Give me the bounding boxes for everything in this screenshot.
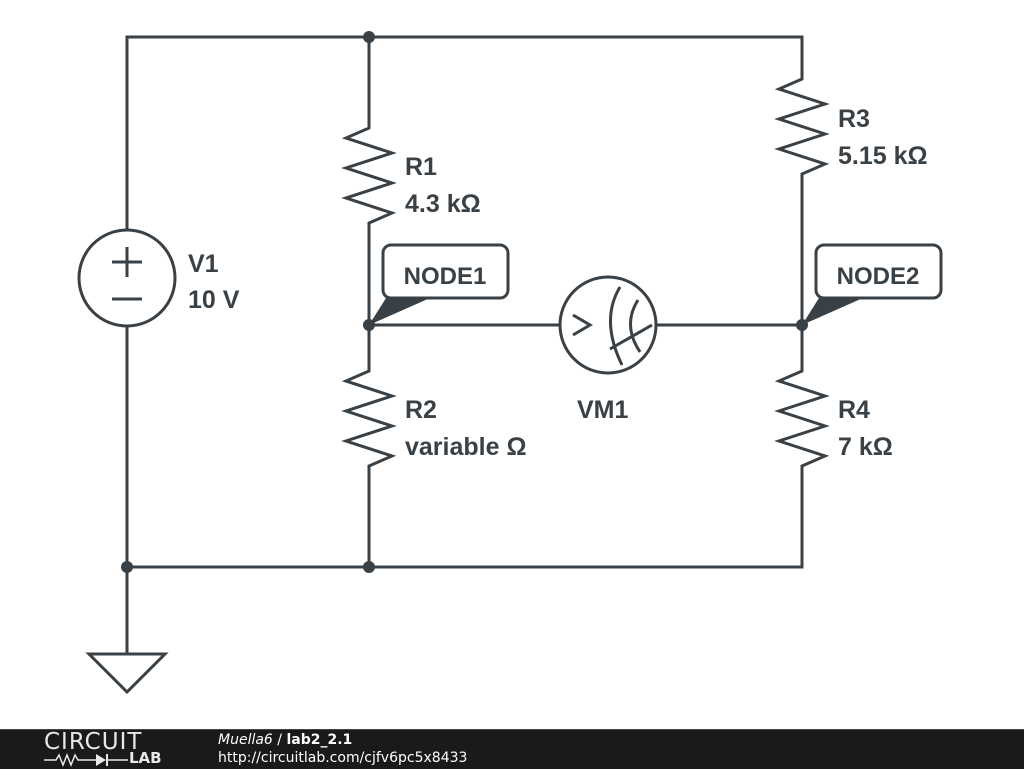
r2-value-label: variable Ω xyxy=(405,433,527,461)
junction-bottom-left xyxy=(121,561,133,573)
wire-top xyxy=(125,35,804,232)
r1-name-label: R1 xyxy=(405,153,437,181)
r1-value-label: 4.3 kΩ xyxy=(405,190,481,218)
resistor-r3[interactable]: R3 5.15 kΩ xyxy=(774,75,928,182)
junction-bottom-mid xyxy=(363,561,375,573)
resistor-r4[interactable]: R4 7 kΩ xyxy=(774,368,893,472)
ground-icon xyxy=(85,652,169,695)
voltmeter-needle xyxy=(609,323,653,351)
r2-name-label: R2 xyxy=(405,396,437,424)
footer-bar: CIRCUIT LAB Muella6 / lab2_2.1 http://ci… xyxy=(0,729,1024,769)
resistor-r2[interactable]: R2 variable Ω xyxy=(341,368,527,472)
voltmeter-arc-1 xyxy=(609,286,624,366)
circuit-url-link[interactable]: http://circuitlab.com/cjfv6pc5x8433 xyxy=(218,750,468,766)
circuit-title[interactable]: lab2_2.1 xyxy=(286,732,353,748)
circuit-schematic: V1 10 V R1 4.3 kΩ R2 variable Ω R3 5.15 … xyxy=(77,31,943,695)
resistor-symbol xyxy=(341,368,397,472)
resistor-symbol xyxy=(341,125,397,228)
voltmeter-arrow-icon xyxy=(572,313,593,337)
node2-label[interactable]: NODE2 xyxy=(802,243,943,325)
r4-value-label: 7 kΩ xyxy=(838,433,893,461)
voltage-source-v1[interactable]: V1 10 V xyxy=(77,228,240,328)
voltmeter-vm1[interactable]: VM1 xyxy=(558,275,658,424)
r3-name-label: R3 xyxy=(838,105,870,133)
node1-label-box xyxy=(381,243,510,300)
title-separator: / xyxy=(272,732,287,748)
node2-label-text: NODE2 xyxy=(837,263,920,290)
circuitlab-logo-icon xyxy=(44,752,128,767)
circuit-title-line: Muella6 / lab2_2.1 xyxy=(218,731,352,749)
resistor-symbol xyxy=(774,75,830,182)
resistor-symbol xyxy=(774,368,830,472)
v1-value-label: 10 V xyxy=(188,286,240,314)
node1-pointer xyxy=(369,298,430,325)
owner-link[interactable]: Muella6 xyxy=(218,732,273,748)
circuitlab-logo-lab: LAB xyxy=(129,749,162,767)
node1-label-text: NODE1 xyxy=(404,263,487,290)
r3-value-label: 5.15 kΩ xyxy=(838,142,928,170)
node1-label[interactable]: NODE1 xyxy=(369,243,510,325)
r4-name-label: R4 xyxy=(838,396,870,424)
voltmeter-arc-2 xyxy=(629,299,642,353)
vm1-name-label: VM1 xyxy=(577,396,629,424)
voltmeter-symbol xyxy=(558,275,658,375)
circuitlab-logo-text: CIRCUIT xyxy=(44,729,143,755)
v1-name-label: V1 xyxy=(188,250,219,278)
junction-top xyxy=(363,31,375,43)
node2-pointer xyxy=(802,298,863,325)
resistor-r1[interactable]: R1 4.3 kΩ xyxy=(341,125,481,228)
voltage-source-symbol xyxy=(77,228,177,328)
node2-label-box xyxy=(814,243,943,300)
wires xyxy=(125,35,804,656)
